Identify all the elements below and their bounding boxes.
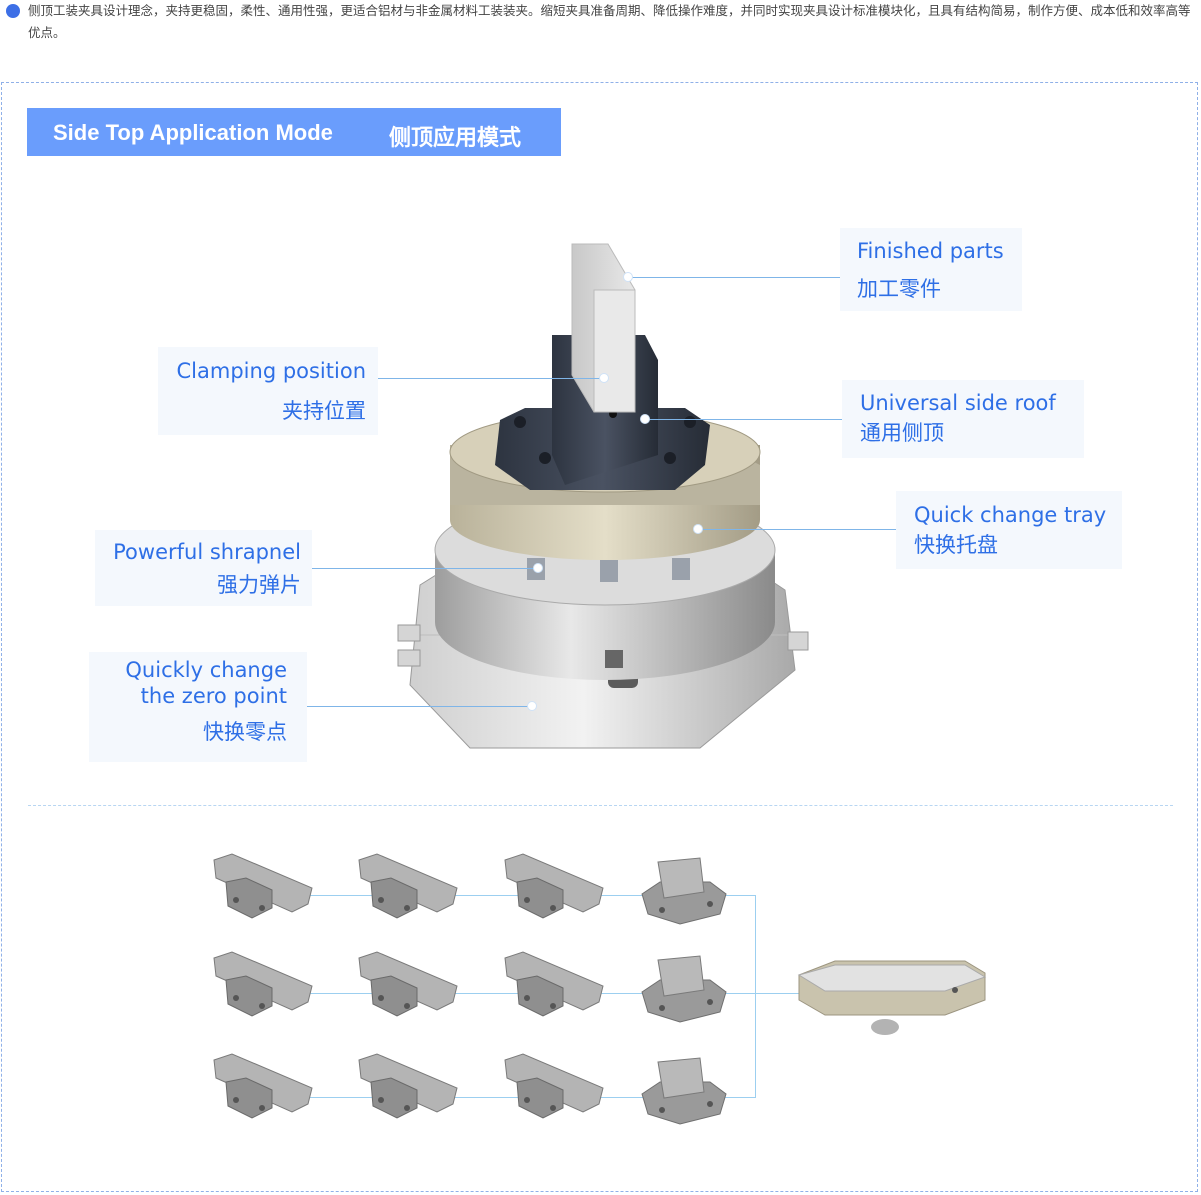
- callout-universal-en: Universal side roof: [860, 391, 1056, 415]
- bullet-icon: [6, 4, 20, 18]
- section-separator: [28, 805, 1173, 806]
- callout-finished-zh: 加工零件: [857, 277, 941, 301]
- fixture-variant: [212, 852, 316, 928]
- callout-clamping-zh: 夹持位置: [282, 399, 366, 423]
- callout-clamping-position: Clamping position 夹持位置: [158, 347, 378, 435]
- marker-tray: [693, 524, 703, 534]
- marker-finished: [623, 272, 633, 282]
- leader-shrapnel: [312, 568, 538, 569]
- leader-clamping: [378, 378, 605, 379]
- fixture-variant: [503, 852, 607, 928]
- application-panel: [1, 82, 1198, 1192]
- marker-universal: [640, 414, 650, 424]
- quick-change-tray-illustration: [795, 955, 990, 1040]
- fixture-variant: [640, 950, 744, 1026]
- callout-finished-en: Finished parts: [857, 239, 1004, 263]
- callout-tray-en: Quick change tray: [914, 503, 1107, 527]
- fixture-variant: [357, 852, 461, 928]
- leader-zero: [307, 706, 532, 707]
- callout-zero-en1: Quickly change: [125, 658, 287, 682]
- callout-clamping-en: Clamping position: [176, 359, 366, 383]
- fixture-variant: [212, 950, 316, 1026]
- fixture-variant: [640, 852, 744, 928]
- leader-tray: [698, 529, 896, 530]
- callout-tray-zh: 快换托盘: [914, 533, 998, 557]
- fixture-variant: [357, 1052, 461, 1128]
- marker-shrapnel: [533, 563, 543, 573]
- connector-vertical: [755, 895, 756, 1098]
- section-title-en: Side Top Application Mode: [53, 120, 333, 145]
- fixture-variant: [640, 1052, 744, 1128]
- fixture-variant: [212, 1052, 316, 1128]
- fixture-variant: [503, 950, 607, 1026]
- callout-shrapnel-zh: 强力弹片: [217, 573, 301, 597]
- connector-row-1: [280, 895, 755, 896]
- callout-quick-change-tray: Quick change tray 快换托盘: [896, 491, 1122, 569]
- intro-text: 侧顶工装夹具设计理念，夹持更稳固，柔性、通用性强，更适合铝材与非金属材料工装装夹…: [28, 3, 1191, 40]
- fixture-assembly-illustration: [380, 230, 820, 760]
- fixture-variant: [503, 1052, 607, 1128]
- section-title-zh: 侧顶应用模式: [389, 126, 522, 151]
- callout-zero-en2: the zero point: [140, 684, 287, 708]
- fixture-variant: [357, 950, 461, 1026]
- leader-universal: [645, 419, 842, 420]
- marker-clamping: [599, 373, 609, 383]
- intro-paragraph: 侧顶工装夹具设计理念，夹持更稳固，柔性、通用性强，更适合铝材与非金属材料工装装夹…: [6, 0, 1196, 44]
- marker-zero: [527, 701, 537, 711]
- callout-universal-side-roof: Universal side roof 通用侧顶: [842, 380, 1084, 458]
- callout-zero-zh: 快换零点: [203, 720, 287, 744]
- callout-shrapnel-en: Powerful shrapnel: [113, 540, 301, 564]
- callout-powerful-shrapnel: Powerful shrapnel 强力弹片: [95, 530, 312, 606]
- connector-row-3: [280, 1097, 755, 1098]
- section-title: Side Top Application Mode 侧顶应用模式: [27, 108, 561, 156]
- callout-universal-zh: 通用侧顶: [860, 421, 944, 445]
- callout-finished-parts: Finished parts 加工零件: [840, 228, 1022, 311]
- callout-zero-point: Quickly change the zero point 快换零点: [89, 652, 307, 762]
- leader-finished: [628, 277, 840, 278]
